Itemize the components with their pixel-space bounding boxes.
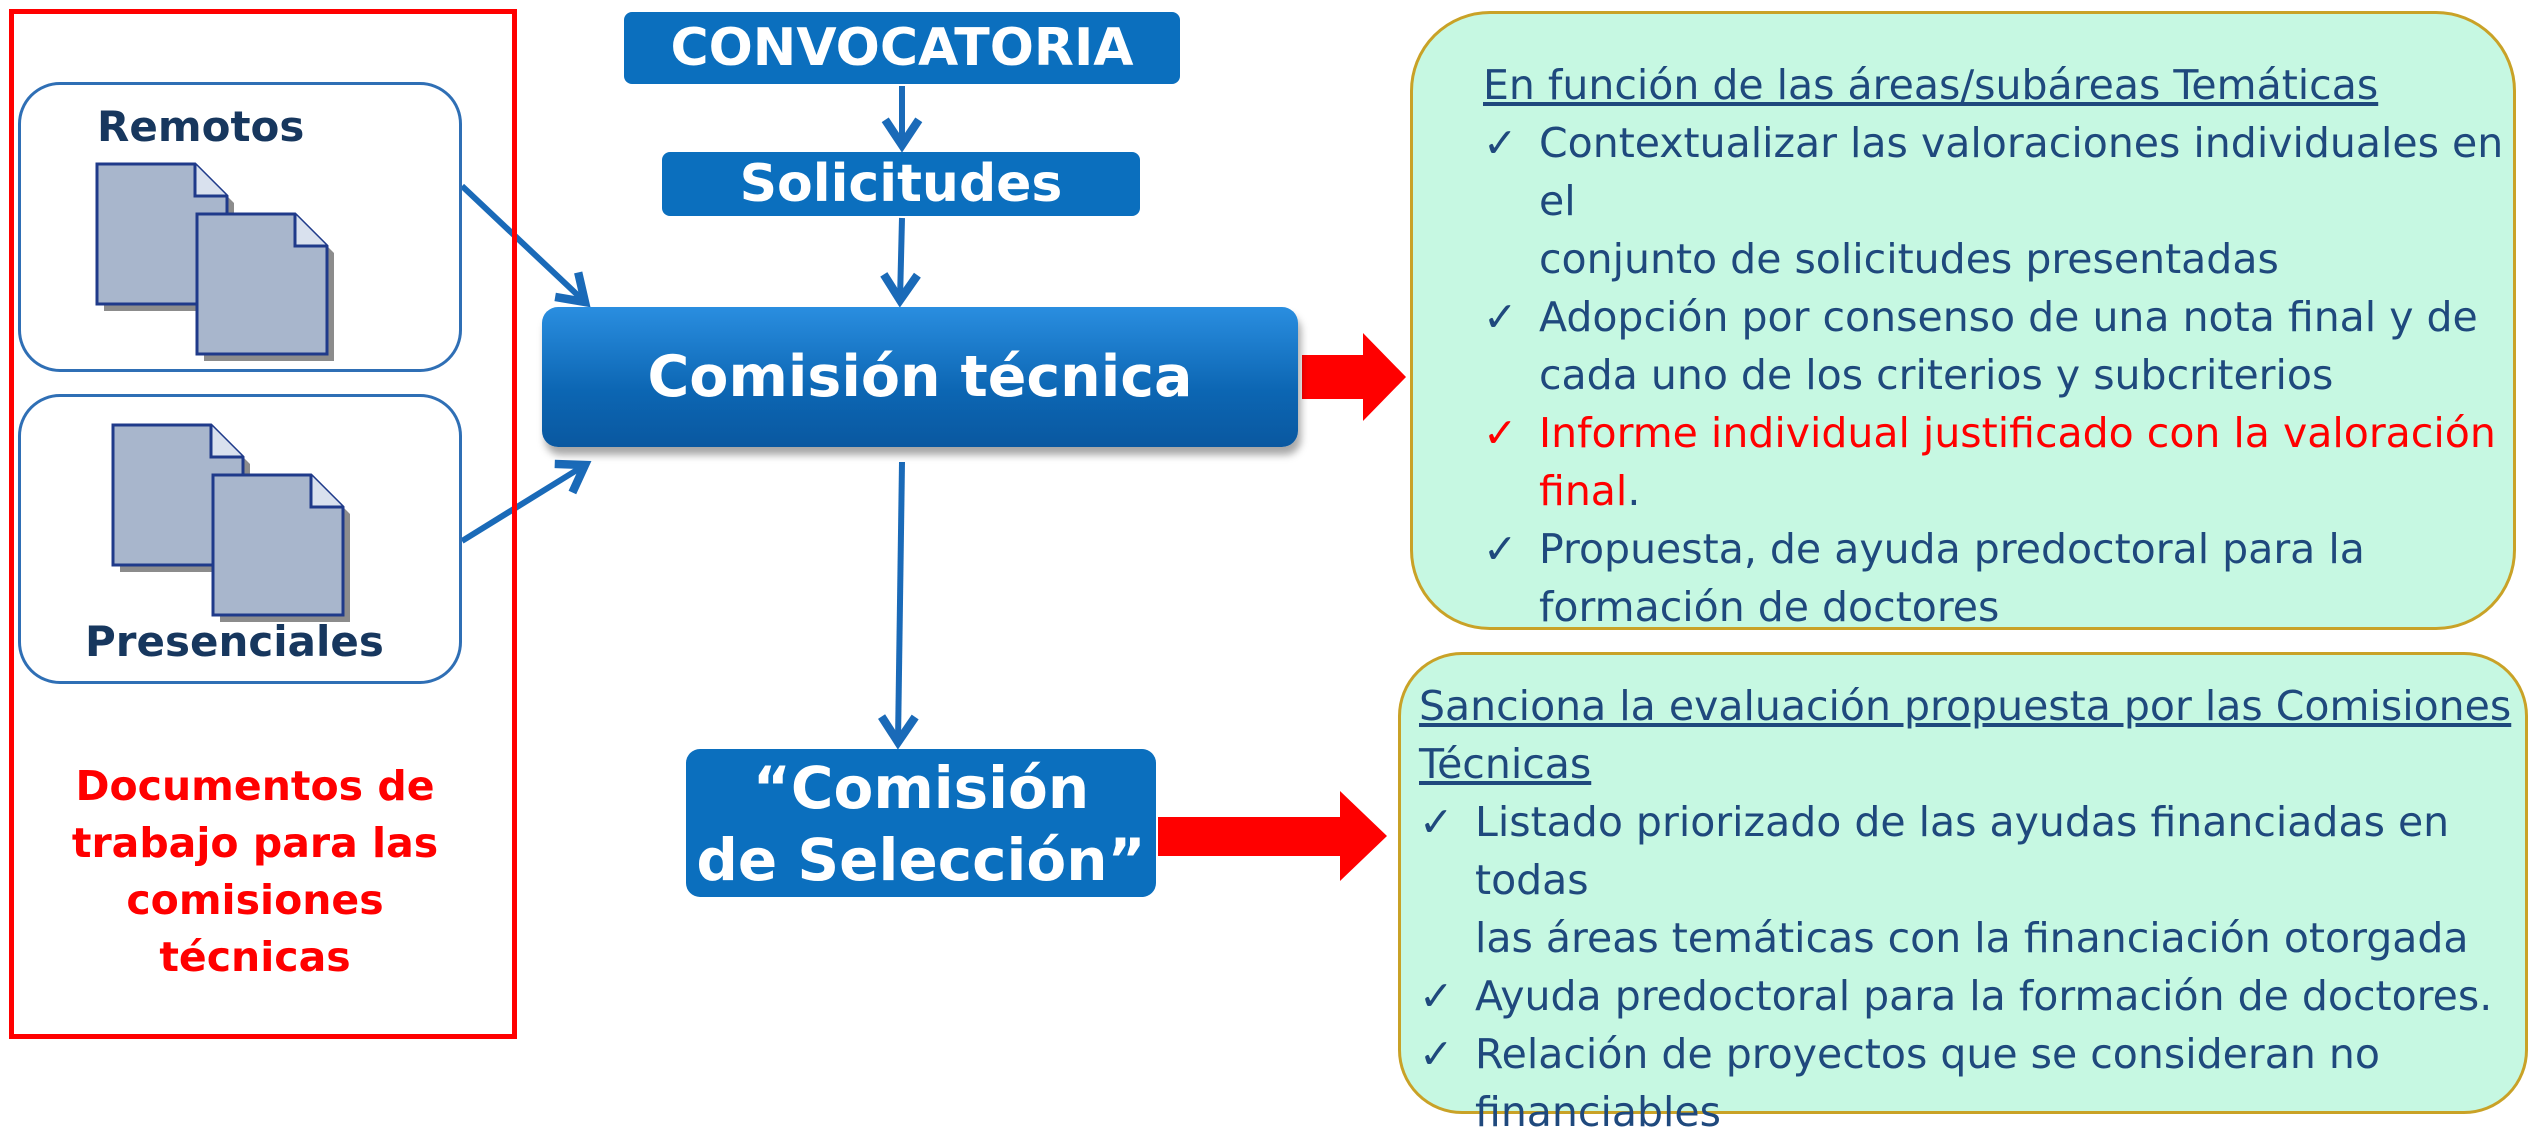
checklist-item: ✓ Relación de proyectos que se considera… bbox=[1419, 1025, 2525, 1141]
check-icon: ✓ bbox=[1419, 798, 1454, 846]
caption-line: trabajo para las bbox=[71, 819, 439, 867]
checklist-item: ✓ Adopción por consenso de una nota fina… bbox=[1483, 288, 2513, 404]
checklist-item: ✓ Propuesta, de ayuda predoctoral para l… bbox=[1483, 520, 2513, 636]
check-icon: ✓ bbox=[1419, 1030, 1454, 1078]
seleccion-checklist: ✓ Listado priorizado de las ayudas finan… bbox=[1419, 793, 2525, 1141]
tecnica-checklist: ✓ Contextualizar las valoraciones indivi… bbox=[1483, 114, 2513, 636]
arrow-presenciales-to-comision bbox=[460, 459, 592, 544]
presenciales-box: Presenciales bbox=[18, 394, 462, 684]
checklist-item: ✓ Ayuda predoctoral para la formación de… bbox=[1419, 967, 2525, 1025]
check-icon: ✓ bbox=[1419, 972, 1454, 1020]
checklist-item-highlighted: ✓ Informe individual justificado con la … bbox=[1483, 404, 2513, 520]
checklist-item-line: las áreas temáticas con la financiación … bbox=[1475, 914, 2469, 962]
comision-seleccion-line: de Selección” bbox=[696, 826, 1146, 894]
caption-line: Documentos de bbox=[75, 762, 435, 810]
comision-seleccion-box: “Comisión de Selección” bbox=[686, 749, 1156, 897]
documents-frame bbox=[9, 9, 517, 1039]
checklist-item: ✓ Listado priorizado de las ayudas finan… bbox=[1419, 793, 2525, 967]
checklist-item-line: Listado priorizado de las ayudas financi… bbox=[1475, 798, 2450, 904]
document-stack-icon bbox=[95, 162, 334, 361]
checklist-item-line: Adopción por consenso de una nota final … bbox=[1539, 293, 2478, 341]
tecnica-panel-heading: En función de las áreas/subáreas Temátic… bbox=[1483, 61, 2379, 109]
presenciales-label: Presenciales bbox=[85, 617, 384, 666]
checklist-item-line: Propuesta, de ayuda predoctoral para la bbox=[1539, 525, 2365, 573]
checklist-item: ✓ Contextualizar las valoraciones indivi… bbox=[1483, 114, 2513, 288]
checklist-item-line: Informe individual justificado con la va… bbox=[1539, 409, 2496, 457]
checklist-item-line: final bbox=[1539, 467, 1628, 515]
comision-seleccion-panel: Sanciona la evaluación propuesta por las… bbox=[1398, 652, 2528, 1136]
checklist-item-line: conjunto de solicitudes presentadas bbox=[1539, 235, 2279, 283]
check-icon: ✓ bbox=[1483, 409, 1518, 457]
caption-line: técnicas bbox=[159, 933, 351, 981]
checklist-item-line: cada uno de los criterios y subcriterios bbox=[1539, 351, 2334, 399]
arrow-solicitudes-to-comision bbox=[880, 217, 921, 308]
red-arrow-to-tecnica-panel bbox=[1302, 333, 1406, 421]
comision-seleccion-line: “Comisión bbox=[752, 754, 1090, 822]
caption-line: comisiones bbox=[126, 876, 384, 924]
checklist-item-line: Ayuda predoctoral para la formación de d… bbox=[1475, 972, 2493, 1020]
convocatoria-box: CONVOCATORIA bbox=[624, 12, 1180, 84]
checklist-item-line: formación de doctores bbox=[1539, 583, 2000, 631]
remotos-box: Remotos bbox=[18, 82, 462, 372]
check-icon: ✓ bbox=[1483, 525, 1518, 573]
checklist-item-line: financiables bbox=[1475, 1088, 1721, 1136]
arrow-remotos-to-comision bbox=[459, 183, 591, 308]
documents-caption: Documentos de trabajo para las comisione… bbox=[40, 758, 470, 986]
arrow-comision-to-seleccion bbox=[878, 461, 919, 750]
comision-tecnica-box: Comisión técnica bbox=[542, 307, 1298, 447]
checklist-item-line: Contextualizar las valoraciones individu… bbox=[1539, 119, 2504, 225]
comision-tecnica-panel: En función de las áreas/subáreas Temátic… bbox=[1410, 11, 2516, 631]
document-stack-icon bbox=[111, 423, 350, 622]
solicitudes-box: Solicitudes bbox=[662, 152, 1140, 216]
checklist-item-line-group: final. bbox=[1539, 462, 2513, 520]
check-icon: ✓ bbox=[1483, 119, 1518, 167]
checklist-item-tail: . bbox=[1627, 467, 1641, 515]
red-arrow-to-seleccion-panel bbox=[1158, 791, 1387, 881]
seleccion-panel-heading: Sanciona la evaluación propuesta por las… bbox=[1419, 677, 2511, 793]
remotos-label: Remotos bbox=[97, 102, 305, 151]
seleccion-heading-line: Técnicas bbox=[1419, 740, 1592, 788]
checklist-item-line: Relación de proyectos que se consideran … bbox=[1475, 1030, 2380, 1078]
check-icon: ✓ bbox=[1483, 293, 1518, 341]
seleccion-heading-line: Sanciona la evaluación propuesta por las… bbox=[1419, 682, 2512, 730]
